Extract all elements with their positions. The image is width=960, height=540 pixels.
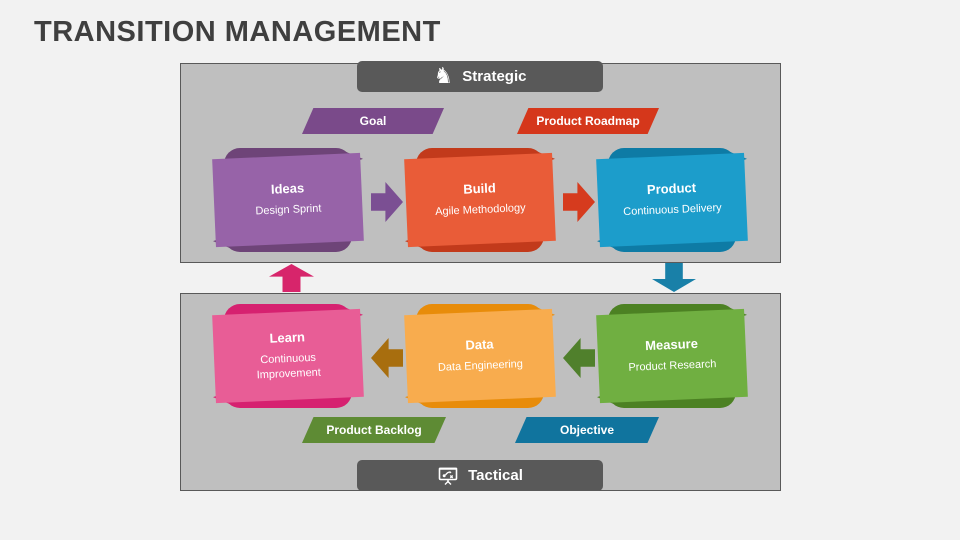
step-front-shape: Measure Product Research <box>596 308 748 404</box>
step-front-shape: Product Continuous Delivery <box>596 152 748 248</box>
tag-goal-label: Goal <box>359 114 387 128</box>
tag-product-backlog-label: Product Backlog <box>326 423 422 437</box>
strategic-header-label: Strategic <box>462 68 527 85</box>
step-product: Product Continuous Delivery <box>596 148 748 252</box>
step-learn: Learn Continuous Improvement <box>212 304 364 408</box>
tag-product-roadmap: Product Roadmap <box>517 108 659 134</box>
tag-objective: Objective <box>515 417 659 443</box>
step-subtitle: Data Engineering <box>437 358 524 375</box>
step-subtitle: Continuous Delivery <box>623 202 722 219</box>
arrow-learn-to-ideas-icon <box>269 264 314 292</box>
tag-objective-label: Objective <box>559 423 615 437</box>
tactical-header-label: Tactical <box>468 467 523 484</box>
step-measure: Measure Product Research <box>596 304 748 408</box>
step-subtitle: Agile Methodology <box>434 202 526 219</box>
page-title: TRANSITION MANAGEMENT <box>34 16 441 48</box>
strategic-header-badge: ♞ Strategic <box>357 61 603 92</box>
step-title: Learn <box>269 328 306 346</box>
tag-goal: Goal <box>302 108 444 134</box>
step-data: Data Data Engineering <box>404 304 556 408</box>
tag-product-roadmap-label: Product Roadmap <box>536 114 640 128</box>
step-subtitle: Continuous Improvement <box>256 351 322 382</box>
step-front-shape: Ideas Design Sprint <box>212 152 364 248</box>
step-title: Build <box>462 180 497 198</box>
tactical-header-badge: Tactical <box>357 460 603 491</box>
step-title: Ideas <box>270 180 305 198</box>
step-subtitle: Product Research <box>628 358 717 375</box>
step-title: Product <box>646 180 697 198</box>
step-front-shape: Data Data Engineering <box>404 308 556 404</box>
strategy-board-icon <box>437 465 459 487</box>
step-front-shape: Build Agile Methodology <box>404 152 556 248</box>
step-title: Data <box>465 336 494 353</box>
step-front-shape: Learn Continuous Improvement <box>212 308 364 404</box>
chess-knight-icon: ♞ <box>433 63 454 89</box>
step-build: Build Agile Methodology <box>404 148 556 252</box>
step-subtitle: Design Sprint <box>255 202 322 218</box>
tag-product-backlog: Product Backlog <box>302 417 446 443</box>
step-title: Measure <box>644 336 699 354</box>
step-ideas: Ideas Design Sprint <box>212 148 364 252</box>
arrow-product-to-measure-icon <box>652 263 696 292</box>
